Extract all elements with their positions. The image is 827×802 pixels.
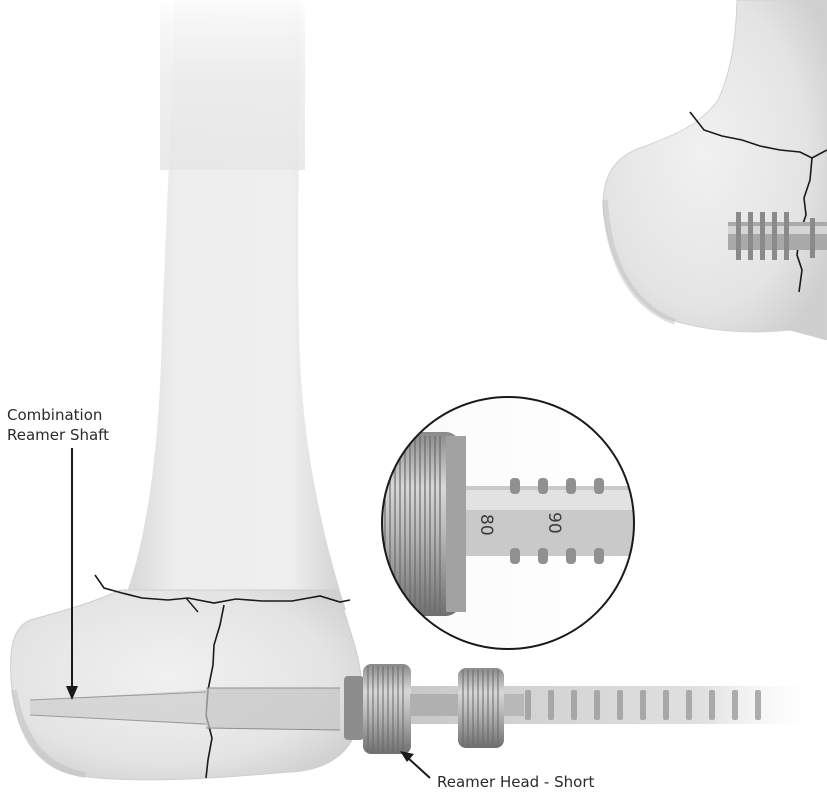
callout-arrow-head — [400, 751, 430, 778]
combination-reamer-shaft-label: Combination Reamer Shaft — [7, 405, 109, 445]
reamer-assembly — [344, 664, 827, 754]
reamer-head-short-label: Reamer Head - Short — [437, 772, 594, 792]
label-text: Reamer Head - Short — [437, 772, 594, 792]
magnified-inset: 80 90 — [370, 397, 646, 649]
secondary-bone-view — [603, 0, 827, 340]
label-line-2: Reamer Shaft — [7, 425, 109, 445]
reamer-head-knob — [344, 664, 411, 754]
femur — [11, 0, 363, 780]
label-line-1: Combination — [7, 405, 109, 425]
depth-mark-90: 90 — [544, 512, 564, 534]
depth-stop-collar — [410, 668, 524, 748]
depth-mark-80: 80 — [476, 514, 496, 536]
